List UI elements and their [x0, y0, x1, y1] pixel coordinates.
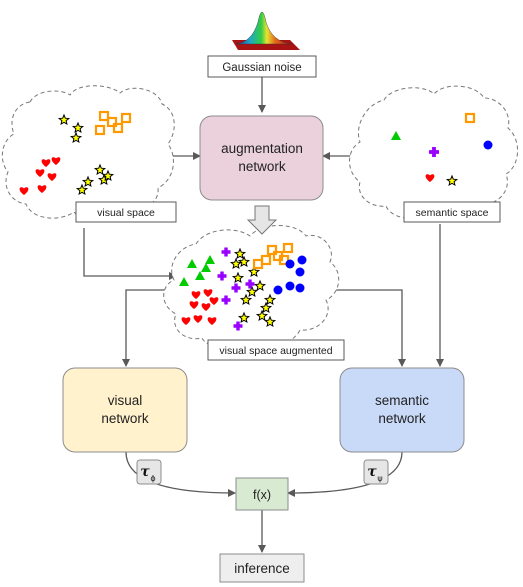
star-marker [233, 247, 247, 260]
square-marker [112, 122, 124, 134]
triangle-marker [187, 259, 197, 268]
star-marker [101, 169, 115, 182]
heart-marker [207, 317, 217, 325]
augmentation-output-arrow [246, 205, 278, 235]
cross-marker [429, 147, 439, 157]
semantic-space-label-box [403, 201, 501, 223]
heart-marker [191, 291, 201, 299]
triangle-marker [201, 263, 211, 272]
augmentation-network-label-line1: augmentation [221, 141, 303, 156]
heart-marker [201, 303, 211, 311]
cross-marker [221, 247, 231, 257]
star-marker [239, 293, 253, 306]
star-marker [71, 121, 85, 134]
heart-marker [19, 187, 29, 195]
visual-space-label: visual space [97, 207, 155, 219]
cross-marker [221, 295, 231, 305]
star-marker [229, 257, 243, 270]
semantic-network-label-line1: semantic [375, 393, 429, 408]
star-marker [93, 163, 107, 176]
arrow-augmented-to-semantic-network [318, 289, 406, 367]
heart-marker [181, 317, 191, 325]
star-marker [81, 175, 95, 188]
triangle-marker [195, 271, 205, 280]
cross-marker [217, 271, 227, 281]
circle-marker [285, 259, 295, 269]
star-marker [247, 265, 261, 278]
circle-marker [295, 283, 305, 293]
inference-box [219, 553, 305, 583]
square-marker [266, 244, 278, 256]
circle-marker [483, 140, 493, 150]
star-marker [263, 315, 277, 328]
heart-marker [193, 315, 203, 323]
square-marker [106, 116, 118, 128]
augmentation-network-box [199, 115, 324, 201]
star-marker [245, 285, 259, 298]
circle-marker [295, 267, 305, 277]
heart-marker [35, 169, 45, 177]
visual-space-label-box [75, 201, 177, 223]
tau-psi-symbol: τ [367, 464, 377, 480]
square-marker [464, 112, 476, 124]
tau-phi-symbol: τ [140, 464, 150, 480]
inference-label: inference [234, 561, 290, 576]
heart-marker [189, 301, 199, 309]
heart-marker [47, 173, 57, 181]
circle-marker [273, 285, 283, 295]
visual-network-label-line2: network [101, 411, 149, 426]
star-marker [237, 311, 251, 324]
gaussian-noise-box [207, 55, 317, 78]
heart-marker [37, 185, 47, 193]
heart-marker [41, 159, 51, 167]
cross-marker [245, 279, 255, 289]
square-marker [98, 110, 110, 122]
triangle-marker [179, 277, 189, 286]
star-marker [69, 131, 83, 144]
semantic-network-label-line2: network [378, 411, 426, 426]
square-marker [94, 124, 106, 136]
arrow-visual-space-to-augmented [83, 228, 177, 280]
heart-marker [425, 174, 435, 182]
cross-marker [233, 321, 243, 331]
augmentation-network-label-line2: network [238, 159, 286, 174]
star-marker [57, 113, 71, 126]
star-marker [231, 271, 245, 284]
semantic-space-label: semantic space [416, 207, 489, 219]
semantic-network-box [339, 367, 465, 453]
tau-phi-box [136, 459, 162, 485]
cloud-markers [19, 110, 493, 331]
heart-marker [51, 157, 61, 165]
visual-space-cloud [1, 85, 175, 221]
circle-marker [297, 255, 307, 265]
circle-marker [285, 281, 295, 291]
star-marker [255, 309, 269, 322]
star-marker [259, 301, 273, 314]
visual-network-label-line1: visual [108, 393, 143, 408]
tau-phi-subscript: ϕ [150, 474, 155, 483]
square-marker [120, 112, 132, 124]
visual-network-box [62, 367, 188, 453]
heart-marker [209, 297, 219, 305]
tau-psi-box [363, 459, 389, 485]
visual-space-augmented-label: visual space augmented [219, 345, 332, 357]
square-marker [260, 254, 272, 266]
fx-label: f(x) [253, 488, 271, 502]
gaussian-noise-plot [232, 11, 300, 50]
square-marker [282, 242, 294, 254]
triangle-marker [205, 255, 215, 264]
triangle-marker [391, 131, 401, 140]
star-marker [237, 255, 251, 268]
tau-psi-subscript: ψ [377, 474, 382, 483]
star-marker [445, 174, 459, 187]
star-marker [75, 183, 89, 196]
heart-marker [203, 289, 213, 297]
gaussian-noise-label: Gaussian noise [222, 62, 301, 74]
fx-box [235, 477, 289, 511]
visual-space-augmented-label-box [207, 339, 345, 361]
star-marker [253, 279, 267, 292]
star-marker [263, 293, 277, 306]
cross-marker [231, 283, 241, 293]
